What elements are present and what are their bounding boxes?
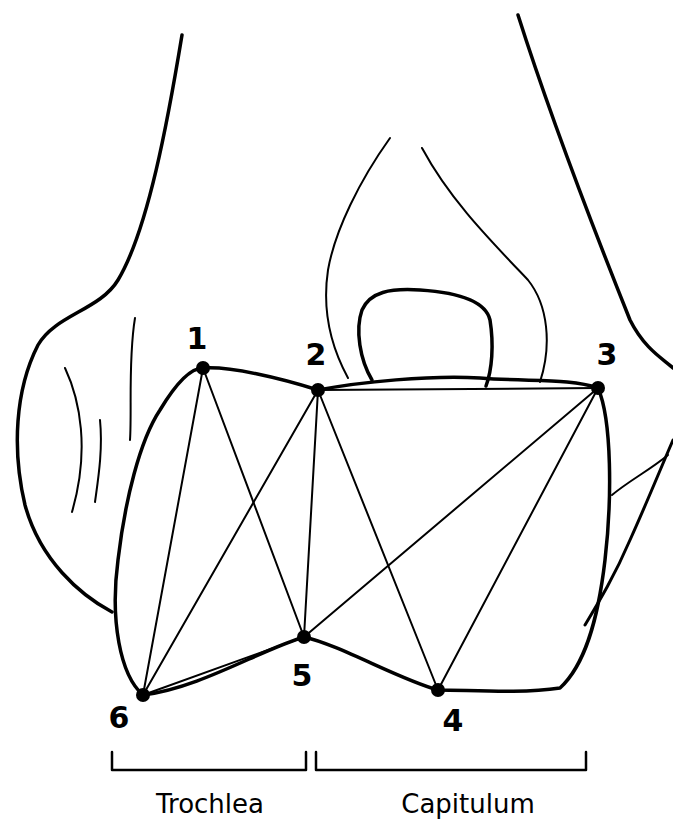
measurement-line [304,390,318,637]
callout-number: 6 [109,703,130,733]
measurement-line [143,390,318,695]
callout-number: 3 [597,340,618,370]
bone-outline-right [518,15,673,368]
callout-number: 5 [292,661,313,691]
landmark-dot [136,688,150,702]
part-label: Capitulum [401,791,535,817]
epicondyle-ridge [95,420,101,502]
measurement-line [438,388,598,690]
bone-outline-left [17,35,182,612]
articular-outline [115,368,609,695]
epicondyle-ridge [612,455,668,495]
measurement-lines [143,368,598,695]
range-bracket [112,752,306,770]
measurement-line [304,388,598,637]
epicondyle-ridge [65,368,82,512]
measurement-line [143,637,304,695]
landmark-dot [591,381,605,395]
measurement-line [143,368,203,695]
callout-number: 1 [187,324,208,354]
radial-fossa [359,290,492,386]
callout-number: 2 [306,340,327,370]
landmark-dot [311,383,325,397]
callout-number: 4 [443,706,464,736]
epicondyle-ridge [130,318,135,440]
part-label: Trochlea [156,791,264,817]
fossa-outline [422,148,547,382]
landmark-dot [297,630,311,644]
landmark-dots [136,361,605,702]
landmark-dot [431,683,445,697]
range-bracket [316,752,586,770]
measurement-line [318,388,598,390]
landmark-dot [196,361,210,375]
